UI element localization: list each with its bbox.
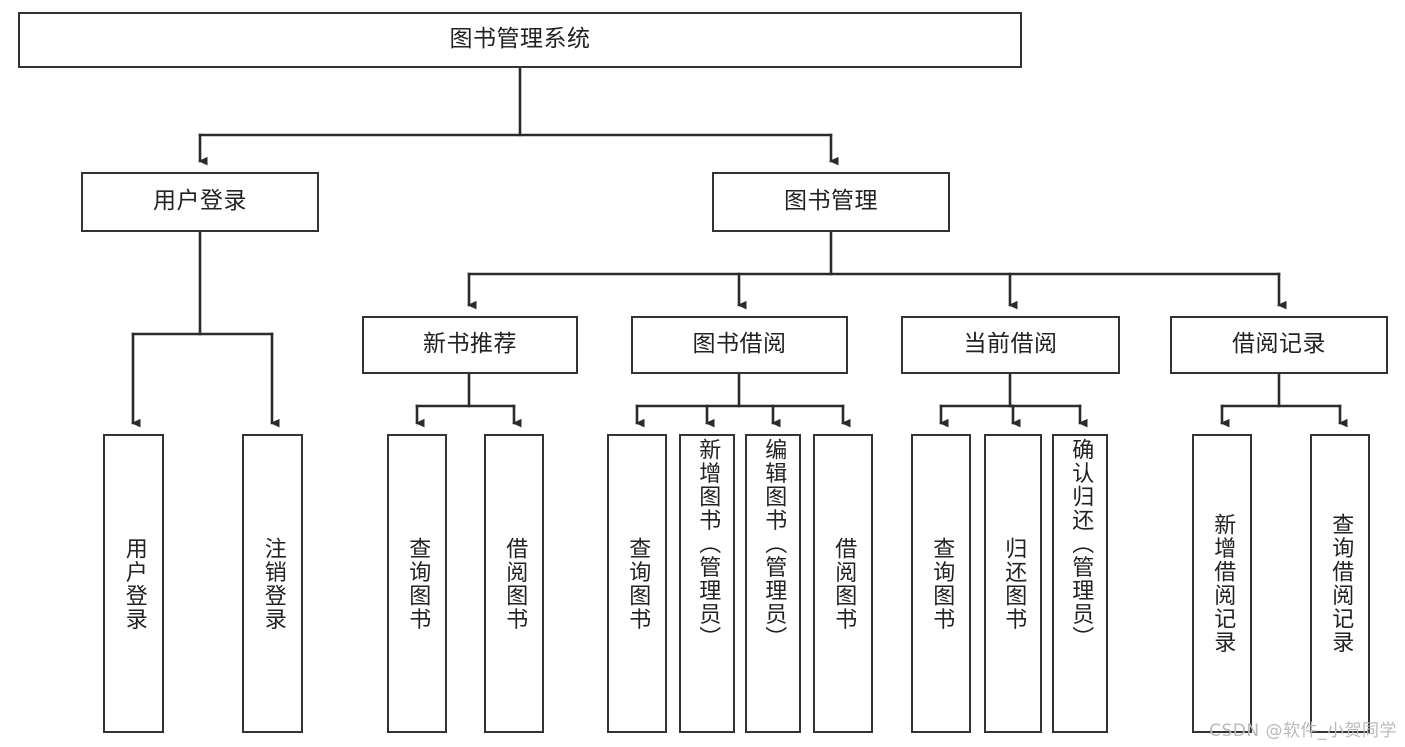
node-current-borrow-label: 当前借阅 [963, 331, 1058, 358]
node-root[interactable]: 图书管理系统 [18, 12, 1022, 68]
node-borrow-record-label: 借阅记录 [1232, 331, 1326, 358]
node-book-manage-label: 图书管理 [784, 188, 878, 215]
watermark-text: CSDN @软件_小贺同学 [1209, 721, 1397, 741]
leaf-user-login[interactable]: 用户登录 [103, 434, 164, 733]
leaf-borrow-edit-book[interactable]: 编辑图书（管理员） [745, 434, 801, 733]
leaf-rec-query-book-label: 查询图书 [405, 536, 431, 631]
leaf-rec-query-book[interactable]: 查询图书 [387, 434, 447, 733]
node-book-manage[interactable]: 图书管理 [712, 172, 950, 232]
leaf-current-return-book-label: 归还图书 [1001, 536, 1027, 631]
node-user-login[interactable]: 用户登录 [81, 172, 319, 232]
leaf-borrow-query-book-label: 查询图书 [625, 536, 651, 631]
leaf-rec-borrow-book-label: 借阅图书 [502, 536, 528, 631]
node-borrow-record[interactable]: 借阅记录 [1170, 316, 1388, 374]
node-book-borrow-label: 图书借阅 [692, 331, 787, 358]
node-current-borrow[interactable]: 当前借阅 [901, 316, 1120, 374]
leaf-current-query-book[interactable]: 查询图书 [911, 434, 971, 733]
node-root-label: 图书管理系统 [449, 26, 591, 53]
leaf-current-confirm-return-label: 确认归还（管理员） [1068, 438, 1094, 650]
leaf-user-logout[interactable]: 注销登录 [242, 434, 303, 733]
node-book-borrow[interactable]: 图书借阅 [631, 316, 848, 374]
leaf-record-query[interactable]: 查询借阅记录 [1310, 434, 1370, 733]
node-new-book-rec-label: 新书推荐 [423, 331, 517, 358]
leaf-current-query-book-label: 查询图书 [929, 536, 955, 631]
leaf-record-add[interactable]: 新增借阅记录 [1192, 434, 1252, 733]
leaf-borrow-add-book[interactable]: 新增图书（管理员） [679, 434, 735, 733]
leaf-borrow-borrow-book[interactable]: 借阅图书 [813, 434, 873, 733]
leaf-borrow-edit-book-label: 编辑图书（管理员） [761, 438, 787, 650]
leaf-record-add-label: 新增借阅记录 [1210, 513, 1236, 654]
leaf-borrow-borrow-book-label: 借阅图书 [831, 536, 857, 631]
leaf-user-logout-label: 注销登录 [260, 536, 286, 631]
leaf-borrow-add-book-label: 新增图书（管理员） [695, 438, 721, 650]
leaf-current-confirm-return[interactable]: 确认归还（管理员） [1052, 434, 1108, 733]
leaf-record-query-label: 查询借阅记录 [1328, 513, 1354, 654]
node-new-book-rec[interactable]: 新书推荐 [362, 316, 578, 374]
node-user-login-label: 用户登录 [153, 188, 247, 215]
leaf-rec-borrow-book[interactable]: 借阅图书 [484, 434, 544, 733]
leaf-user-login-label: 用户登录 [121, 536, 147, 631]
leaf-borrow-query-book[interactable]: 查询图书 [607, 434, 667, 733]
leaf-current-return-book[interactable]: 归还图书 [984, 434, 1042, 733]
